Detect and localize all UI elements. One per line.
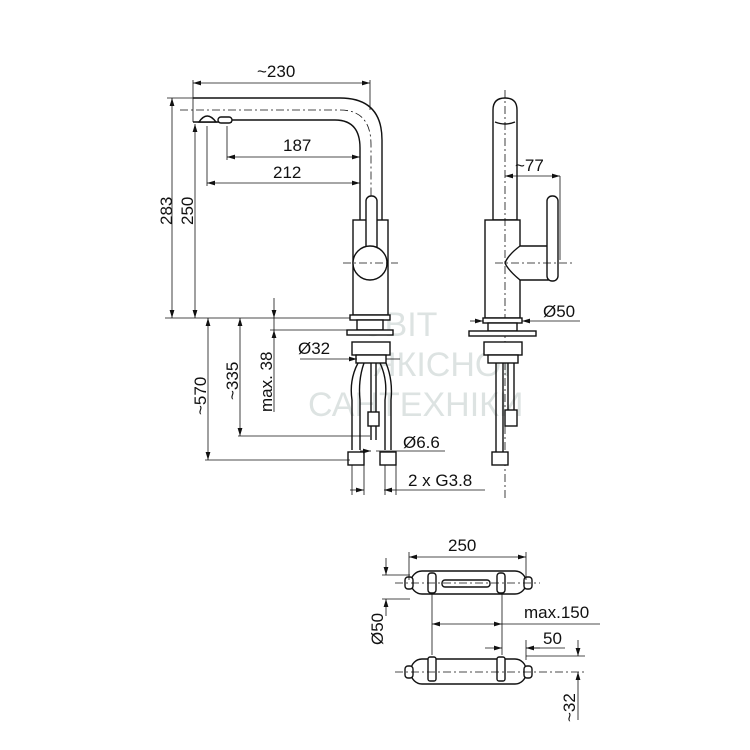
top-dimensions: 250 Ø50 max.150 50 ~32 [368,536,600,722]
dim-hose-335: ~335 [223,362,242,400]
faucet-front-view [180,97,398,495]
dim-height-250: 250 [178,197,197,225]
dim-d6-6: Ø6.6 [403,433,440,452]
dim-top-d50: Ø50 [368,613,387,645]
dim-hose-570: ~570 [191,377,210,415]
faucet-side-view [468,90,575,500]
mounting-top-view [395,570,585,685]
dim-max-38: max. 38 [257,352,276,412]
dim-spout-reach: ~230 [257,62,295,81]
dim-d50-side: Ø50 [543,302,575,321]
front-dimensions: ~230 187 212 283 250 ~570 ~335 max. 38 Ø… [157,62,485,493]
dim-lever-77: ~77 [515,156,544,175]
watermark-line-3: САНТЕХНІКИ [308,386,523,424]
dim-reach-187: 187 [283,136,311,155]
dim-top-250: 250 [448,536,476,555]
dim-height-283: 283 [157,197,176,225]
dim-top-50: 50 [543,629,562,648]
dim-top-32: ~32 [560,693,579,722]
dim-reach-212: 212 [273,163,301,182]
side-dimensions: ~77 Ø50 [470,156,580,324]
dim-thread: 2 x G3.8 [408,471,472,490]
dim-max-150: max.150 [524,603,589,622]
dim-d32: Ø32 [298,339,330,358]
